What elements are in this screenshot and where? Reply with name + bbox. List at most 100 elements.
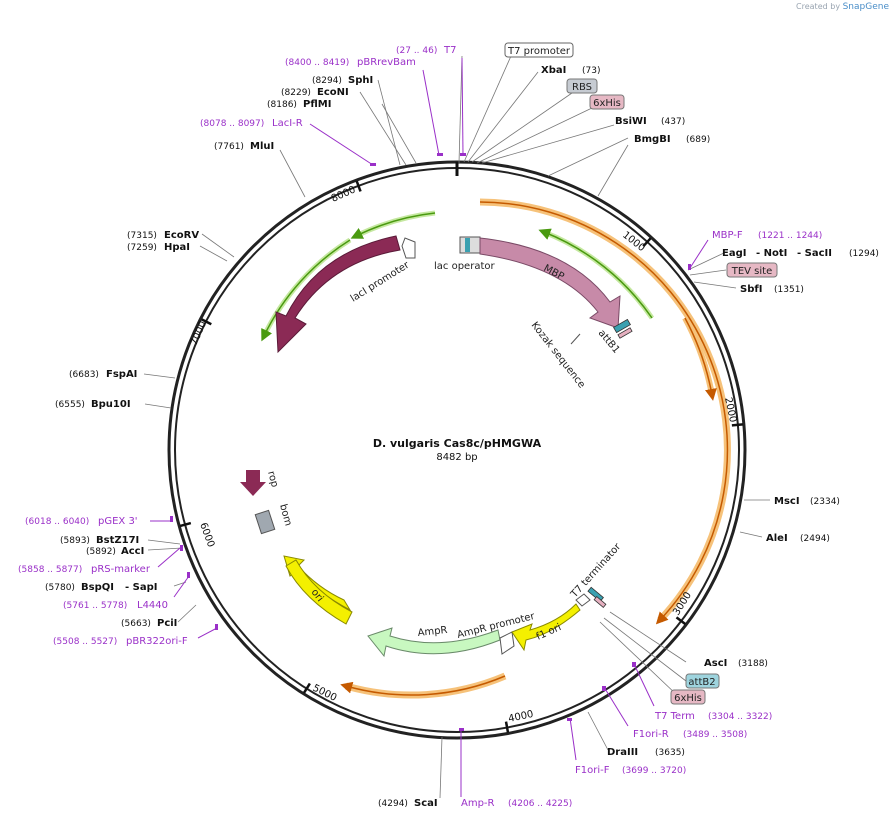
site-pos-MluI: (7761) bbox=[214, 142, 244, 152]
primer-name-T7: T7 bbox=[443, 45, 456, 56]
his-label-1: 6xHis bbox=[593, 98, 621, 109]
site-EagI: EagI bbox=[722, 248, 746, 259]
primer-leaders bbox=[150, 57, 709, 797]
primer-range-pBRrevBam: (8400 .. 8419) bbox=[285, 58, 349, 68]
site-pos-AscI: (3188) bbox=[738, 659, 768, 669]
primer-range-Amp-R: (4206 .. 4225) bbox=[508, 799, 572, 809]
tev-site-label: TEV site bbox=[731, 266, 773, 277]
AmpR-label: AmpR bbox=[417, 625, 448, 639]
primer-name-F1ori-R: F1ori-R bbox=[633, 729, 669, 740]
site-SphI: SphI bbox=[348, 75, 373, 86]
his-label-2: 6xHis bbox=[674, 693, 702, 704]
site-pos-AleI: (2494) bbox=[800, 534, 830, 544]
tick-label-6000: 6000 bbox=[197, 521, 216, 549]
tev-site-box bbox=[726, 262, 778, 278]
site-BsiWI: BsiWI bbox=[615, 116, 647, 127]
site-pos-MscI: (2334) bbox=[810, 497, 840, 507]
site-pos-SphI: (8294) bbox=[312, 76, 342, 86]
MBP-arrow bbox=[479, 237, 621, 329]
site-pos-Bpu10I: (6555) bbox=[55, 400, 85, 410]
t7-promoter-label: T7 promoter bbox=[507, 46, 571, 57]
primer-range-T7-Term: (3304 .. 3322) bbox=[708, 712, 772, 722]
site-BspQI: BspQI bbox=[81, 582, 114, 593]
primer-range-L4440: (5761 .. 5778) bbox=[63, 601, 127, 611]
primer-range-F1ori-F: (3699 .. 3720) bbox=[622, 766, 686, 776]
site-pos-PflMI: (8186) bbox=[267, 100, 297, 110]
f1-ori-promoter bbox=[575, 593, 591, 607]
attB1-block bbox=[613, 318, 631, 334]
AmpR-arrow bbox=[367, 627, 501, 658]
kozak-label: Kozak sequence bbox=[529, 320, 587, 390]
attB2-label: attB2 bbox=[688, 677, 715, 688]
tick-mark-8000 bbox=[355, 180, 362, 192]
tick-label-8000: 8000 bbox=[330, 184, 358, 204]
site-labels: XbaI (73) BsiWI (437) BmgBI (689) EagI -… bbox=[45, 65, 879, 809]
site-pos-BsiWI: (437) bbox=[661, 117, 685, 127]
primer-name-pBRrevBam: pBRrevBam bbox=[357, 57, 416, 68]
f1-ori-arrow bbox=[511, 603, 581, 652]
lac-operator-label: lac operator bbox=[434, 261, 495, 272]
lac-operator-stripe bbox=[465, 238, 470, 252]
credit-text: Created by bbox=[796, 2, 841, 11]
credit: Created by SnapGene bbox=[796, 2, 889, 12]
primer-range-F1ori-R: (3489 .. 3508) bbox=[683, 730, 747, 740]
tick-mark-1000 bbox=[642, 237, 652, 248]
site-NotI: - NotI bbox=[756, 248, 787, 259]
site-pos-ScaI: (4294) bbox=[378, 799, 408, 809]
tick-mark-6000 bbox=[179, 521, 192, 528]
ori-body bbox=[285, 559, 353, 625]
site-HpaI: HpaI bbox=[164, 242, 190, 253]
primer-range-pGEX: (6018 .. 6040) bbox=[25, 517, 89, 527]
site-XbaI: XbaI bbox=[541, 65, 566, 76]
plasmid-name: D. vulgaris Cas8c/pHMGWA bbox=[373, 437, 542, 450]
rbs-box bbox=[566, 78, 598, 94]
tick-mark-4000 bbox=[504, 721, 510, 733]
primer-name-F1ori-F: F1ori-F bbox=[575, 765, 610, 776]
primer-name-T7-Term: T7 Term bbox=[654, 711, 695, 722]
site-AscI: AscI bbox=[704, 658, 727, 669]
site-pos-DraIII: (3635) bbox=[655, 748, 685, 758]
site-PciI: PciI bbox=[157, 618, 177, 629]
tick-mark-7000 bbox=[200, 318, 212, 326]
t7-promoter-box bbox=[504, 42, 574, 58]
site-EcoNI: EcoNI bbox=[317, 87, 349, 98]
orf-arc-1 bbox=[479, 201, 729, 625]
his-tag-2-block bbox=[593, 596, 607, 608]
site-pos-FspAI: (6683) bbox=[69, 370, 99, 380]
green-arc-1 bbox=[538, 228, 653, 319]
site-pos-HpaI: (7259) bbox=[127, 243, 157, 253]
attB2-box bbox=[685, 673, 720, 689]
his-tag-block bbox=[617, 327, 633, 339]
site-PflMI: PflMI bbox=[303, 99, 331, 110]
green-arc-2 bbox=[350, 212, 436, 239]
rop-arrow bbox=[240, 470, 266, 496]
site-AccI: AccI bbox=[121, 546, 144, 557]
site-pos-BstZ17I: (5893) bbox=[60, 536, 90, 546]
primer-range-pRS-marker: (5858 .. 5877) bbox=[18, 565, 82, 575]
green-arc-2-halo bbox=[354, 210, 436, 239]
AmpR-promoter-arrow bbox=[499, 631, 515, 655]
tick-label-4000: 4000 bbox=[507, 709, 534, 725]
primer-name-pBR322ori-F: pBR322ori-F bbox=[126, 636, 188, 647]
rbs-label: RBS bbox=[572, 82, 592, 93]
green-arc-3 bbox=[261, 239, 351, 342]
lacI-arrow bbox=[275, 235, 401, 354]
site-SacII: - SacII bbox=[797, 248, 832, 259]
site-Bpu10I: Bpu10I bbox=[91, 399, 131, 410]
tick-marks bbox=[179, 180, 743, 733]
site-AleI: AleI bbox=[766, 533, 788, 544]
site-pos-BmgBI: (689) bbox=[686, 135, 710, 145]
primer-marks bbox=[170, 153, 691, 731]
primer-range-MBP-F: (1221 .. 1244) bbox=[758, 231, 822, 241]
rop-label: rop bbox=[265, 470, 280, 489]
primer-name-LacI-R: LacI-R bbox=[272, 118, 303, 129]
tick-mark-5000 bbox=[302, 682, 311, 694]
bom-block bbox=[254, 509, 276, 535]
primer-name-pGEX: pGEX 3' bbox=[98, 516, 138, 527]
primer-name-MBP-F: MBP-F bbox=[712, 230, 743, 241]
site-BstZ17I: BstZ17I bbox=[96, 535, 139, 546]
tick-mark-3000 bbox=[675, 616, 686, 626]
primer-name-L4440: L4440 bbox=[137, 600, 168, 611]
site-SapI: - SapI bbox=[125, 582, 157, 593]
